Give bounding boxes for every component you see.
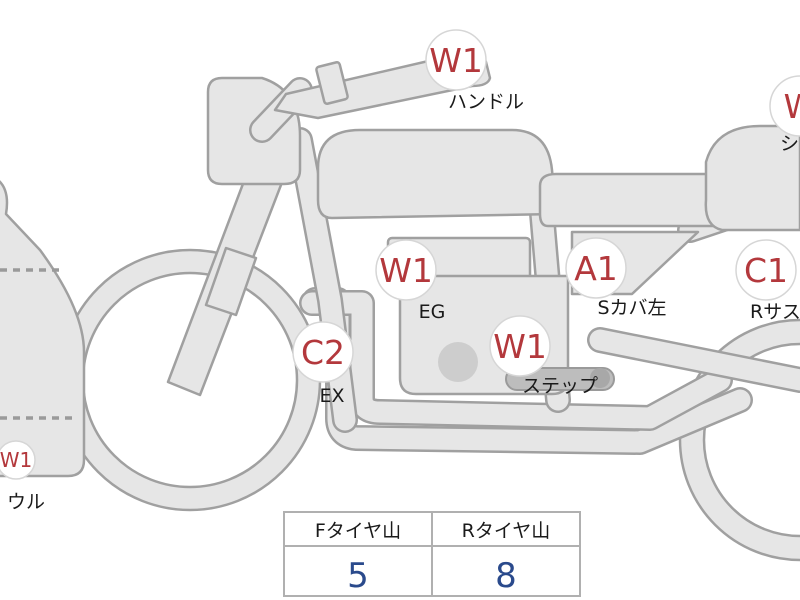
marker-cowl: W1 ウル — [0, 440, 45, 513]
marker-circle-handle — [425, 29, 487, 91]
marker-code-rear-suspension: C1 — [744, 251, 788, 290]
marker-circle-engine — [375, 239, 437, 301]
marker-code-exhaust: C2 — [301, 333, 345, 372]
marker-circle-seat — [769, 75, 800, 137]
marker-label-cowl: ウル — [7, 491, 45, 513]
marker-seat: Wシ — [769, 75, 800, 155]
marker-code-step: W1 — [493, 327, 547, 366]
marker-code-side-cover-left: A1 — [574, 249, 618, 288]
marker-code-seat: W — [784, 87, 800, 126]
marker-circle-exhaust — [292, 321, 354, 383]
front-tire-value: 5 — [347, 556, 369, 596]
marker-circle-step — [489, 315, 551, 377]
marker-label-step: ステップ — [522, 375, 598, 397]
marker-label-handle: ハンドル — [448, 91, 524, 113]
exhaust-pipe-upper — [299, 290, 733, 431]
marker-label-rear-suspension: Rサス — [750, 301, 800, 323]
fuel-tank — [316, 128, 558, 220]
marker-handle: W1 ハンドル — [425, 29, 524, 113]
rear-tire-value: 8 — [495, 556, 517, 596]
marker-step: W1 ステップ — [489, 315, 598, 397]
front-tire-header: Fタイヤ山 — [315, 520, 401, 542]
marker-label-engine: EG — [419, 301, 446, 323]
rear-tire-header: Rタイヤ山 — [462, 520, 551, 542]
marker-code-handle: W1 — [429, 41, 483, 80]
marker-code-cowl: W1 — [0, 448, 32, 472]
front-cowl — [0, 180, 86, 478]
marker-label-side-cover-left: Sカバ左 — [597, 297, 666, 319]
marker-layer: W1ハンドルWシW1EGA1Sカバ左C1RサスC2EXW1ステップW1ウル — [0, 29, 800, 513]
marker-label-exhaust: EX — [319, 385, 344, 407]
tire-tread-table: Fタイヤ山 Rタイヤ山 5 8 — [283, 511, 581, 597]
marker-circle-cowl — [0, 440, 36, 480]
seat — [538, 124, 800, 232]
marker-label-seat: シ — [780, 133, 799, 155]
marker-circle-rear-suspension — [735, 239, 797, 301]
marker-circle-side-cover-left — [565, 237, 627, 299]
marker-code-engine: W1 — [379, 251, 433, 290]
